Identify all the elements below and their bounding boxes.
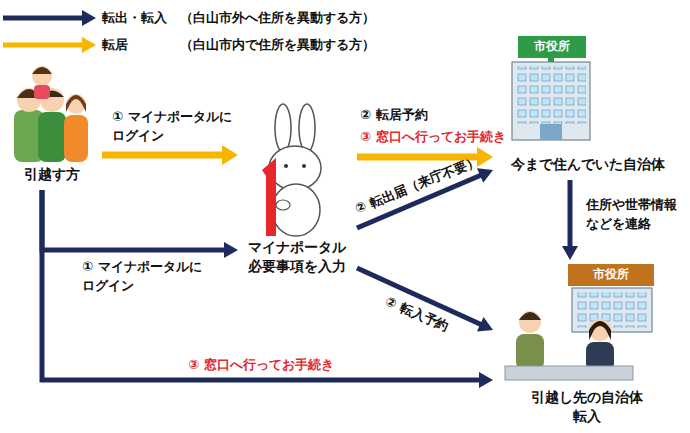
drawing-part <box>540 124 562 140</box>
city-hall-building <box>512 36 590 140</box>
drawing-part <box>3 43 84 48</box>
arrow-line <box>568 180 573 248</box>
drawing-part <box>519 312 541 320</box>
municipality-node: 今まで住んでいた自治体 <box>495 30 680 178</box>
arrow-head <box>224 242 238 258</box>
step-note: ③ 窓口へ行ってお手続き <box>186 356 336 375</box>
drawing-part <box>568 264 654 286</box>
drawing-part <box>519 311 541 333</box>
drawing-part <box>32 67 52 74</box>
arrow-head <box>477 317 493 332</box>
mascot-rabbit <box>262 104 321 236</box>
arrow-head <box>222 145 238 165</box>
edge-label: ② 転入予約 <box>380 291 453 336</box>
city-hall-building <box>568 264 654 332</box>
sign-text: 市役所 <box>518 38 586 55</box>
edge-label: ② 転居予約 <box>358 106 430 125</box>
drawing-part <box>276 200 290 210</box>
node-label: 今まで住んでいた自治体 <box>511 155 665 175</box>
drawing-part <box>272 184 320 236</box>
node-label: 引越し先の自治体 転入 <box>527 388 647 427</box>
drawing-part <box>505 366 633 380</box>
drawing-part <box>82 37 96 53</box>
drawing-part <box>299 104 315 152</box>
drawing-part <box>32 66 52 86</box>
legend-arrows <box>3 10 96 53</box>
edge-label: ① マイナポータルに ログイン <box>80 258 217 296</box>
flow-arrow <box>42 190 493 388</box>
drawing-part <box>302 164 306 168</box>
drawing-part <box>572 288 652 332</box>
drawing-part <box>66 94 86 114</box>
step-note: ③ 窓口へ行ってお手続き <box>358 128 508 147</box>
node-label: 引越す方 <box>24 165 80 185</box>
drawing-part <box>512 62 590 140</box>
counter-people <box>505 311 633 380</box>
arrow-head <box>479 372 493 388</box>
family-figure <box>14 66 88 162</box>
arrow-line <box>102 152 224 159</box>
drawing-part <box>66 95 86 112</box>
legend-text: 転出・転入 （白山市外へ住所を異動する方） <box>102 9 375 27</box>
drawing-part <box>64 115 88 162</box>
drawing-part <box>262 158 276 236</box>
drawing-part <box>518 36 586 58</box>
edge-label: ① マイナポータルに ログイン <box>110 108 247 146</box>
municipality-node: 引越し先の自治体 転入 <box>495 262 680 430</box>
arrow-line <box>42 190 481 380</box>
arrow-head <box>562 246 578 260</box>
flow-arrow <box>562 180 578 260</box>
flow-arrow <box>42 190 238 258</box>
node-label: マイナポータル 必要事項を入力 <box>244 238 350 277</box>
person-node: 引越す方 <box>6 60 98 188</box>
drawing-part <box>3 16 84 21</box>
drawing-part <box>38 112 66 162</box>
drawing-part <box>284 164 288 168</box>
drawing-part <box>548 58 554 62</box>
drawing-part <box>34 85 50 99</box>
drawing-part <box>516 66 586 124</box>
arrow-line <box>42 190 226 250</box>
flow-arrow <box>102 145 238 165</box>
drawing-part <box>589 321 611 340</box>
drawing-part <box>576 292 648 328</box>
sign-text: 市役所 <box>568 266 654 283</box>
portal-node: マイナポータル 必要事項を入力 <box>240 100 355 280</box>
drawing-part <box>82 10 96 26</box>
drawing-part <box>275 104 291 152</box>
drawing-part <box>589 319 611 341</box>
legend-text: 転居 （白山市内で住所を異動する方） <box>102 36 375 54</box>
edge-label: 住所や世帯情報 などを連絡 <box>584 196 687 234</box>
drawing-part <box>516 334 544 370</box>
